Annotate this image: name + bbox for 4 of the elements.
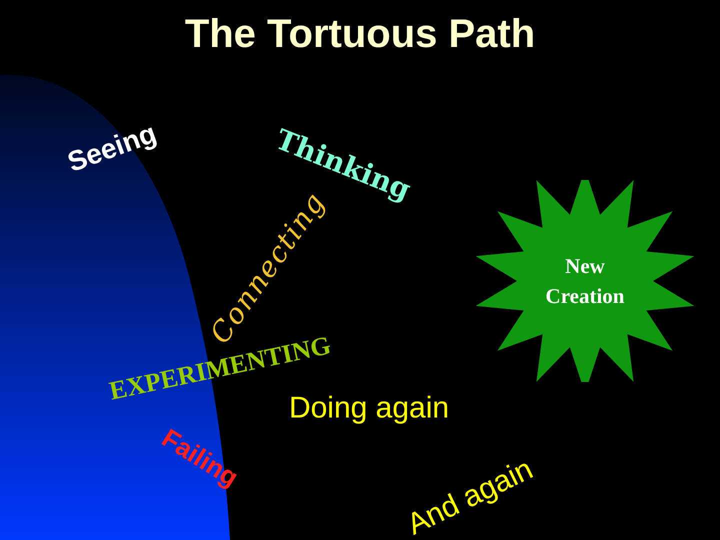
step-word: Seeing bbox=[62, 116, 162, 180]
title: The Tortuous Path bbox=[184, 11, 536, 58]
star-label: New Creation bbox=[544, 253, 626, 310]
step-word: And again bbox=[401, 452, 539, 540]
